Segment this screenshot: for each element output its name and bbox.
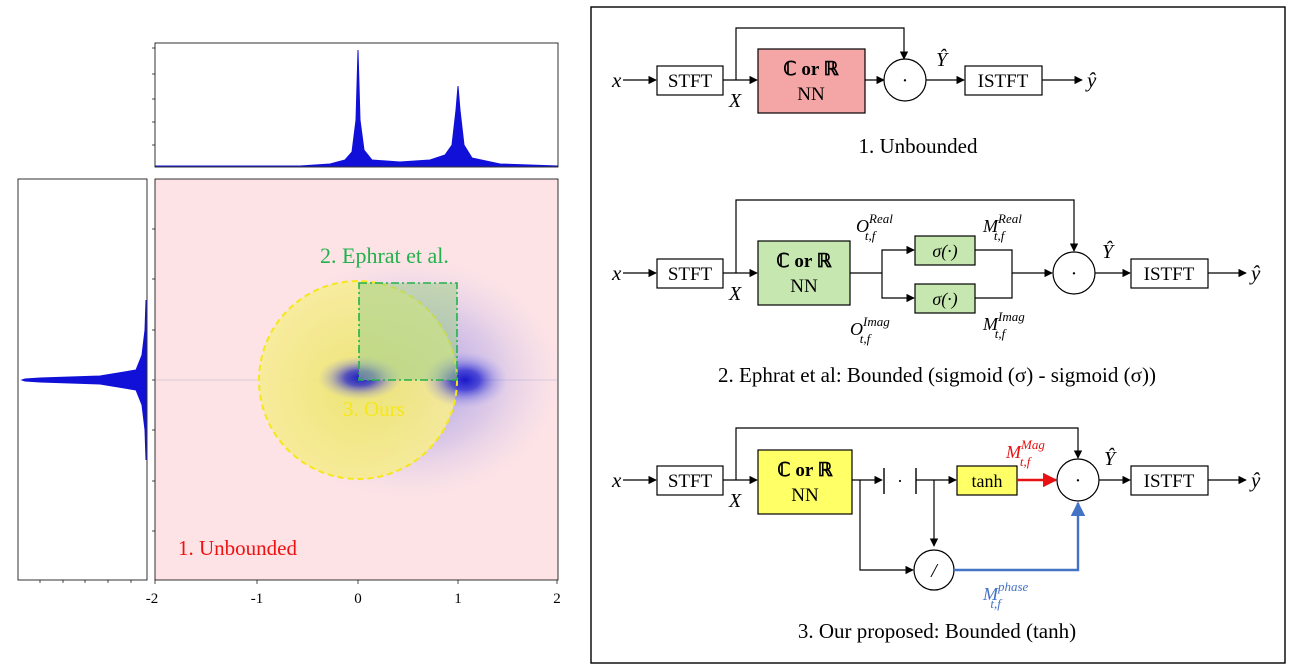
- ephrat-boundary: [358, 282, 458, 381]
- caption-3: 3. Our proposed: Bounded (tanh): [798, 619, 1076, 643]
- sigmoid-imag-label: σ(·): [932, 289, 957, 310]
- nn-block: [757, 48, 866, 114]
- abs-op-label: ·: [897, 471, 903, 491]
- caption-2: 2. Ephrat et al: Bounded (sigmoid (σ) - …: [718, 363, 1156, 387]
- nn-label-1: ℂ or ℝ: [776, 251, 832, 272]
- stft-label: STFT: [668, 471, 713, 492]
- output-yhat: ŷ: [1249, 468, 1261, 492]
- multiply-dot: ·: [902, 70, 909, 92]
- left-marginal-ticks: [39, 580, 132, 583]
- x-tick-label: 0: [354, 591, 362, 607]
- top-marginal-curve: [155, 49, 559, 167]
- nn-block: [757, 449, 853, 515]
- unbounded-label: 1. Unbounded: [178, 536, 297, 560]
- main-y-ticks: [152, 228, 155, 532]
- density-plot: -2 -1 0 1 2 2. Ephrat et al. 3. Ours 1. …: [17, 42, 561, 607]
- istft-block: [1130, 258, 1209, 289]
- istft-label: ISTFT: [1144, 471, 1195, 492]
- input-x: x: [611, 468, 622, 492]
- ephrat-region: [359, 283, 457, 380]
- nn-label-1: ℂ or ℝ: [777, 460, 833, 481]
- x-tick-label: -1: [251, 591, 264, 607]
- output-Yhat: Ŷ: [1104, 447, 1117, 470]
- stft-label: STFT: [668, 71, 713, 92]
- output-Yhat: Ŷ: [1102, 240, 1115, 263]
- istft-block: [1130, 465, 1209, 496]
- sigmoid-real-block: [914, 235, 976, 266]
- top-marginal-ticks: [152, 47, 155, 146]
- caption-1: 1. Unbounded: [859, 134, 978, 158]
- output-yhat: ŷ: [1249, 261, 1261, 285]
- istft-block: [964, 65, 1043, 96]
- divide-label: /: [930, 560, 939, 582]
- input-x: x: [611, 68, 622, 92]
- left-marginal-curve: [20, 299, 147, 461]
- multiply-dot: ·: [1071, 263, 1078, 285]
- x-tick-label: 1: [454, 591, 462, 607]
- tanh-block: [956, 465, 1018, 496]
- sigmoid-real-label: σ(·): [932, 241, 957, 262]
- nn-label-1: ℂ or ℝ: [783, 59, 839, 80]
- istft-label: ISTFT: [978, 71, 1029, 92]
- nn-label-2: NN: [797, 84, 825, 105]
- istft-label: ISTFT: [1144, 264, 1195, 285]
- ephrat-label: 2. Ephrat et al.: [320, 243, 449, 268]
- output-yhat: ŷ: [1085, 68, 1097, 92]
- ours-label: 3. Ours: [343, 397, 405, 421]
- tanh-label: tanh: [972, 471, 1003, 491]
- nn-label-2: NN: [790, 276, 818, 297]
- spectrum-X: X: [728, 90, 742, 112]
- nn-label-2: NN: [791, 485, 819, 506]
- diagram-1-unbounded: x STFT X ℂ or ℝ NN · Ŷ ISTFT ŷ 1. Unboun…: [611, 27, 1097, 158]
- main-x-ticks: [154, 580, 558, 584]
- output-Yhat: Ŷ: [936, 48, 949, 71]
- sigmoid-imag-block: [914, 283, 976, 314]
- spectrum-X: X: [728, 490, 742, 512]
- spectrum-X: X: [728, 283, 742, 305]
- stft-label: STFT: [668, 264, 713, 285]
- input-x: x: [611, 261, 622, 285]
- multiply-dot: ·: [1075, 470, 1082, 492]
- x-tick-label: 2: [553, 591, 561, 607]
- x-tick-label: -2: [146, 591, 159, 607]
